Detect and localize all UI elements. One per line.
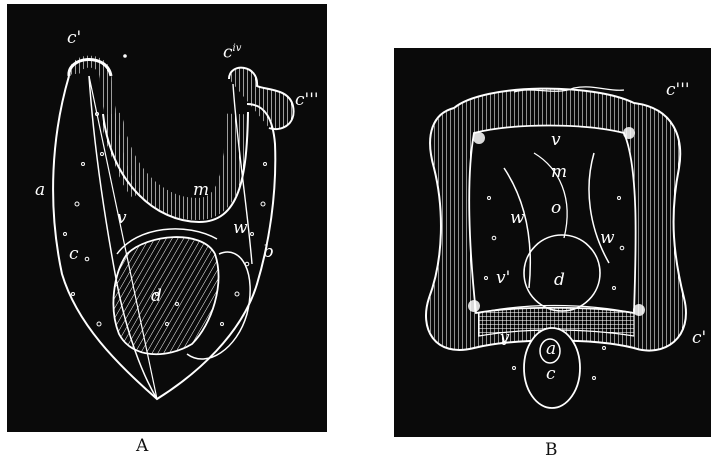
label-c-triple-prime: c''' (666, 82, 690, 99)
figure-b-panel: c''' c' v m o w w v' d a c v (394, 48, 711, 437)
caption-a: A (136, 438, 148, 455)
label-c-prime: c' (67, 30, 81, 47)
label-c: c (69, 246, 79, 263)
label-w: w (233, 220, 248, 237)
label-c-triple-prime: c''' (295, 92, 319, 109)
figure-a-drawing (7, 4, 327, 432)
label-a: a (546, 341, 556, 358)
label-c-iv-sup: iv (233, 43, 242, 54)
figure-a-panel: c' civ c''' a c m v w b d (7, 4, 327, 432)
label-v-prime: v' (496, 270, 510, 287)
label-d: d (151, 288, 162, 305)
label-w-left: w (510, 210, 525, 227)
label-v-lower: v (500, 330, 510, 347)
label-c-iv-base: c (223, 43, 233, 63)
label-a: a (35, 182, 45, 199)
label-c-prime: c' (692, 330, 706, 347)
small-dot (123, 54, 127, 58)
label-o: o (551, 200, 561, 217)
caption-b: B (545, 442, 558, 459)
inner-square (469, 126, 635, 314)
d-lobe (113, 237, 218, 354)
label-c: c (546, 366, 556, 383)
label-v: v (117, 210, 127, 227)
label-w-right: w (600, 230, 615, 247)
label-m: m (551, 164, 567, 181)
label-d: d (554, 272, 565, 289)
label-m: m (193, 182, 209, 199)
label-b: b (263, 244, 274, 261)
label-v: v (551, 132, 561, 149)
label-c-iv: civ (223, 44, 241, 62)
